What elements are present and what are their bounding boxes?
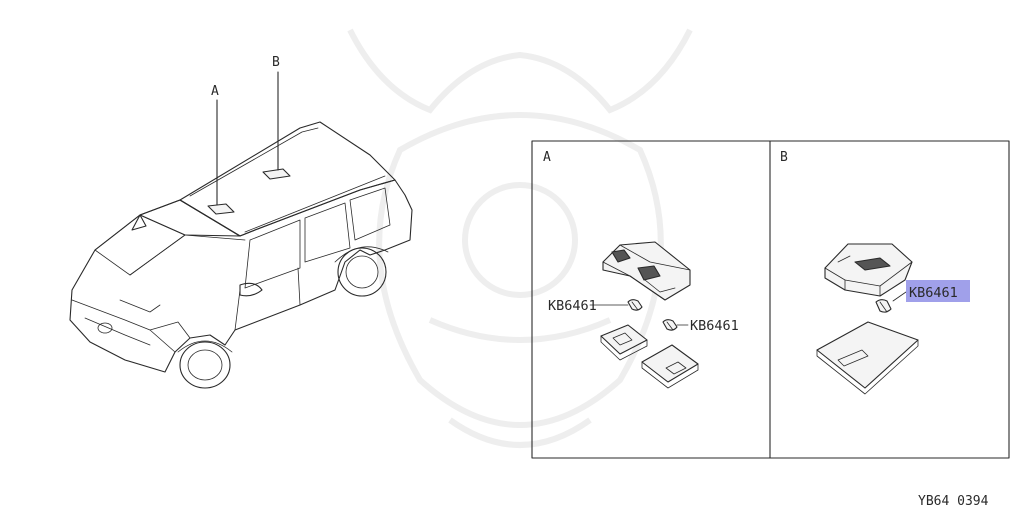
watermark-emblem bbox=[347, 28, 693, 448]
panel-a-label: A bbox=[543, 150, 551, 165]
diagram-reference-code: YB64 0394 bbox=[918, 494, 989, 509]
part-number-panel-a-left[interactable]: KB6461 bbox=[548, 298, 597, 314]
vehicle-illustration bbox=[69, 71, 413, 389]
panel-b-label: B bbox=[780, 150, 788, 165]
panel-b-lamp-assembly bbox=[816, 243, 919, 395]
part-highlight bbox=[906, 280, 970, 302]
callout-b: B bbox=[272, 55, 280, 70]
part-number-panel-b[interactable]: KB6461 bbox=[909, 285, 958, 301]
roof-lamp-b-marker bbox=[262, 168, 291, 180]
roof-lamp-a-marker bbox=[207, 203, 235, 215]
panel-a-lamp-assembly bbox=[589, 241, 699, 389]
callout-a: A bbox=[211, 84, 219, 99]
part-number-panel-a-right[interactable]: KB6461 bbox=[690, 318, 739, 334]
